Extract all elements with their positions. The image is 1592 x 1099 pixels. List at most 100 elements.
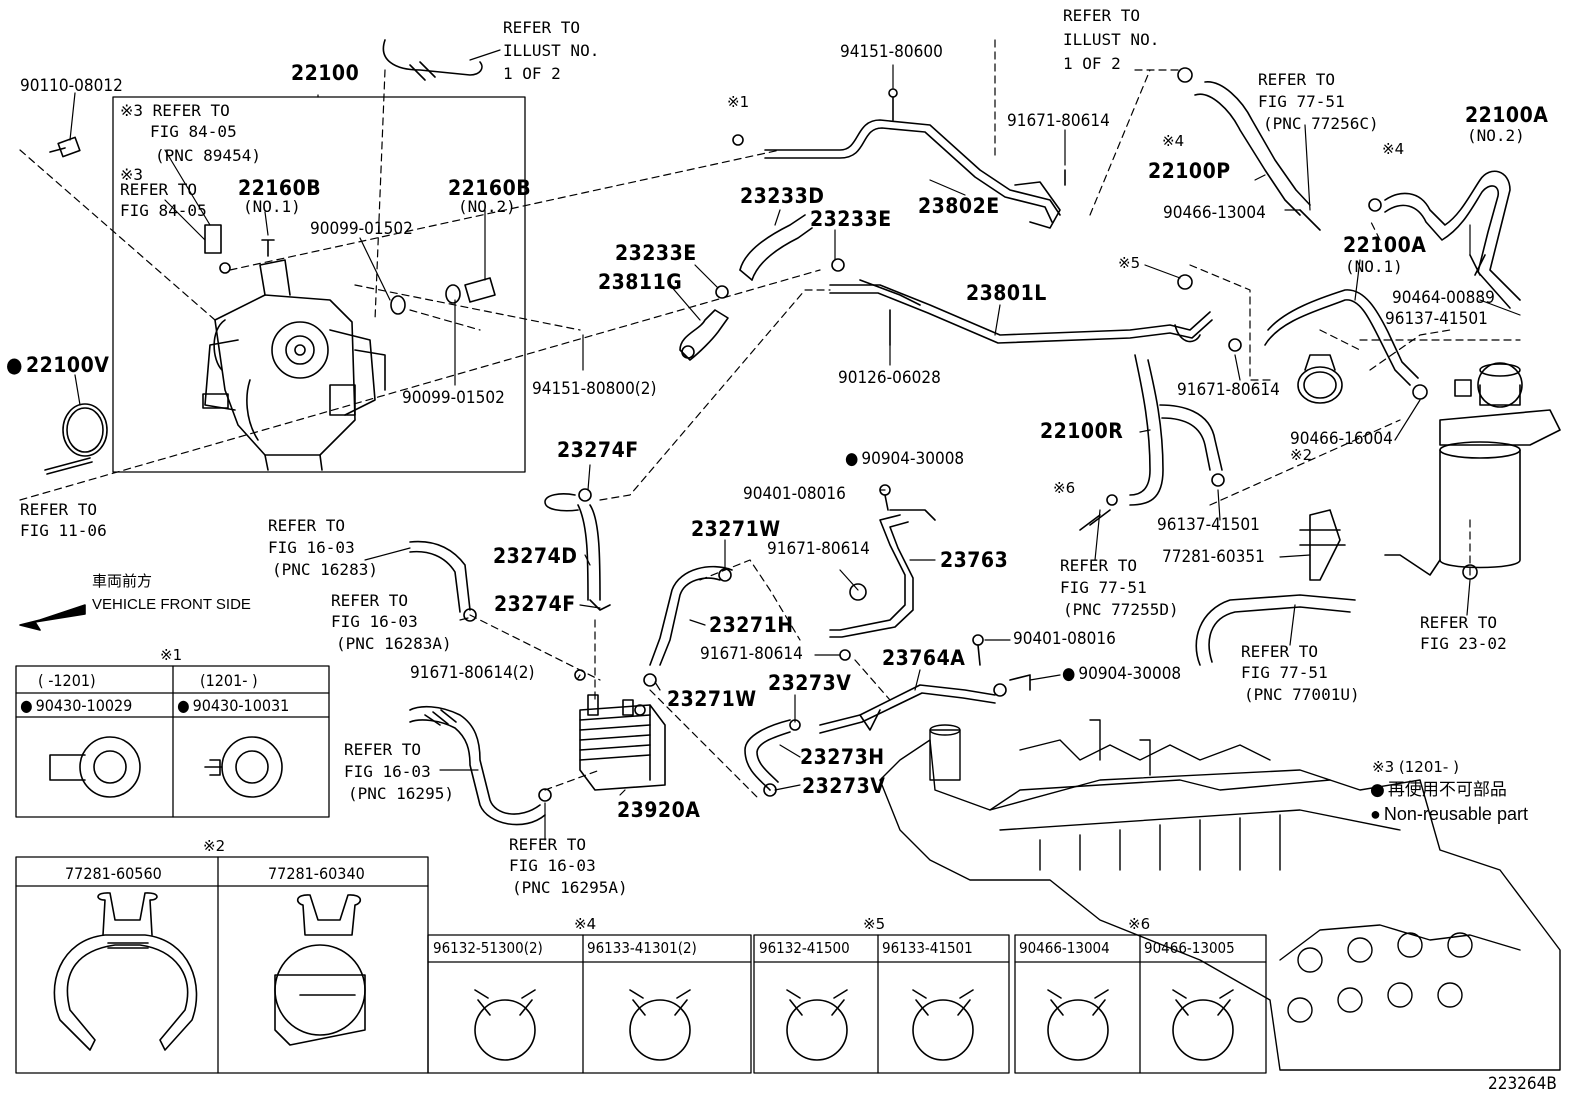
part-23274d-label: 23274D <box>493 544 578 568</box>
part-22160b-no2-sub: (NO.2) <box>458 197 516 216</box>
part-96137-41501-b-label: 96137-41501 <box>1157 515 1260 535</box>
part-90126-06028-label: 90126-06028 <box>838 368 941 388</box>
part-22100a-no2-label: 22100A <box>1465 103 1549 127</box>
ref-23-02-line1: REFER TO <box>1420 613 1498 632</box>
ref-11-06-line2: FIG 11-06 <box>20 521 107 540</box>
part-22100-label: 22100 <box>291 61 360 85</box>
ref-16-03-a-line2: FIG 16-03 <box>268 538 355 557</box>
part-90466-16004-label: 90466-16004 <box>1290 429 1393 449</box>
part-23273v-a-label: 23273V <box>768 671 852 695</box>
mark-1-label: ※1 <box>727 93 750 111</box>
ref-illust-b-line1: REFER TO <box>1063 6 1141 25</box>
table-1-cell-right: 90430-10031 <box>177 698 290 714</box>
ref-16-03-d-line3: (PNC 16295A) <box>512 878 628 897</box>
table-5-cell-right: 96133-41501 <box>882 939 973 957</box>
part-91671-80614-low-label: 91671-80614 <box>700 644 803 664</box>
ref-illust-a-line3: 1 OF 2 <box>503 64 561 83</box>
engine-block <box>879 719 1561 1071</box>
part-23233e-b-label: 23233E <box>810 207 892 231</box>
part-22160b-no1-sub: (NO.1) <box>243 197 301 216</box>
table-icons <box>49 736 1234 1061</box>
part-23763-label: 23763 <box>940 548 1009 572</box>
vehicle-front-jp: 車両前方 <box>92 572 153 590</box>
part-90099-01502-b-label: 90099-01502 <box>402 388 505 408</box>
table-4-mark: ※4 <box>574 915 597 933</box>
table-5-cell-left: 96132-41500 <box>759 939 850 957</box>
part-23273h-label: 23273H <box>800 745 885 769</box>
ref-84-05-b-line2: REFER TO <box>120 180 198 199</box>
note-non-reusable-en: Non-reusable part <box>1370 805 1528 823</box>
part-23233e-a-label: 23233E <box>615 241 697 265</box>
ref-16-03-a-line1: REFER TO <box>268 516 346 535</box>
part-22100a-no1-label: 22100A <box>1343 233 1427 257</box>
pump-assembly-frame <box>112 96 526 473</box>
ref-77-51-b-line1: REFER TO <box>1060 556 1138 575</box>
table-6-mark: ※6 <box>1128 915 1151 933</box>
ref-77-51-c-line3: (PNC 77001U) <box>1244 685 1360 704</box>
table-1-cell-left: 90430-10029 <box>20 698 133 714</box>
ref-illust-a-line1: REFER TO <box>503 18 581 37</box>
part-23811g-label: 23811G <box>598 270 683 294</box>
ref-illust-b-line2: ILLUST NO. <box>1063 30 1160 49</box>
part-91671-80614-mid-label: 91671-80614 <box>767 539 870 559</box>
fuel-filter <box>1384 362 1561 580</box>
ref-77-51-a-line3: (PNC 77256C) <box>1263 114 1379 133</box>
part-23920a-label: 23920A <box>617 798 701 822</box>
part-23764a-label: 23764A <box>882 646 966 670</box>
ref-84-05-a-line1: ※3 REFER TO <box>120 101 230 120</box>
bolt-90110-08012 <box>49 136 81 158</box>
part-22100a-no2-sub: (NO.2) <box>1467 126 1525 145</box>
part-94151-80800-label: 94151-80800(2) <box>532 379 657 399</box>
ref-23-02-line2: FIG 23-02 <box>1420 634 1507 653</box>
table-1-mark: ※1 <box>160 646 183 664</box>
part-77281-60351-label: 77281-60351 <box>1162 547 1265 567</box>
part-94151-80600-label: 94151-80600 <box>840 42 943 62</box>
table-2-cell-right: 77281-60340 <box>268 864 365 883</box>
part-22160b-no2-label: 22160B <box>448 176 532 200</box>
mark-4-a-label: ※4 <box>1162 132 1185 150</box>
part-22100p-label: 22100P <box>1148 159 1231 183</box>
part-90466-13004-label: 90466-13004 <box>1163 203 1266 223</box>
table-2-cell-left: 77281-60560 <box>65 864 162 883</box>
part-23271w-b-label: 23271W <box>667 687 757 711</box>
table-frames <box>15 665 1267 1074</box>
ref-77-51-a-line1: REFER TO <box>1258 70 1336 89</box>
part-91671-80614-top-label: 91671-80614 <box>1007 111 1110 131</box>
mark-5-label: ※5 <box>1118 254 1141 272</box>
part-23271h-label: 23271H <box>709 613 794 637</box>
table-1-header-left: ( -1201) <box>38 671 96 690</box>
ref-77-51-b-line2: FIG 77-51 <box>1060 578 1147 597</box>
note-3-heading: ※3 (1201- ) <box>1372 758 1459 776</box>
mark-4-b-label: ※4 <box>1382 140 1405 158</box>
part-23271w-a-label: 23271W <box>691 517 781 541</box>
table-6-cell-left: 90466-13004 <box>1019 939 1110 957</box>
ref-84-05-a-line2: FIG 84-05 <box>150 122 237 141</box>
vehicle-front-en: VEHICLE FRONT SIDE <box>92 596 251 613</box>
mark-6-label: ※6 <box>1053 479 1076 497</box>
part-23801l-label: 23801L <box>966 281 1047 305</box>
table-4-cell-left: 96132-51300(2) <box>433 939 543 957</box>
part-91671-80614-right-label: 91671-80614 <box>1177 380 1280 400</box>
ref-16-03-b-line1: REFER TO <box>331 591 409 610</box>
oil-cooler <box>579 694 666 791</box>
part-90110-08012-label: 90110-08012 <box>20 76 123 96</box>
ref-16-03-c-line1: REFER TO <box>344 740 422 759</box>
ref-16-03-d-line2: FIG 16-03 <box>509 856 596 875</box>
part-22100v-label: 22100V <box>6 355 109 376</box>
part-91671-80614-2-label: 91671-80614(2) <box>410 663 535 683</box>
part-23233d-label: 23233D <box>740 184 825 208</box>
table-1-header-right: (1201- ) <box>200 671 258 690</box>
stud-bolt <box>44 457 93 475</box>
ref-77-51-a-line2: FIG 77-51 <box>1258 92 1345 111</box>
part-22100r-label: 22100R <box>1040 419 1124 443</box>
part-23273v-b-label: 23273V <box>802 774 886 798</box>
ref-16-03-c-line3: (PNC 16295) <box>348 784 454 803</box>
front-arrow <box>19 604 86 631</box>
ref-77-51-b-line3: (PNC 77255D) <box>1063 600 1179 619</box>
part-90904-30008-b-label: 90904-30008 <box>1062 666 1181 683</box>
table-6-cell-right: 90466-13005 <box>1144 939 1235 957</box>
ref-16-03-d-line1: REFER TO <box>509 835 587 854</box>
clamp-ring <box>1297 366 1343 404</box>
